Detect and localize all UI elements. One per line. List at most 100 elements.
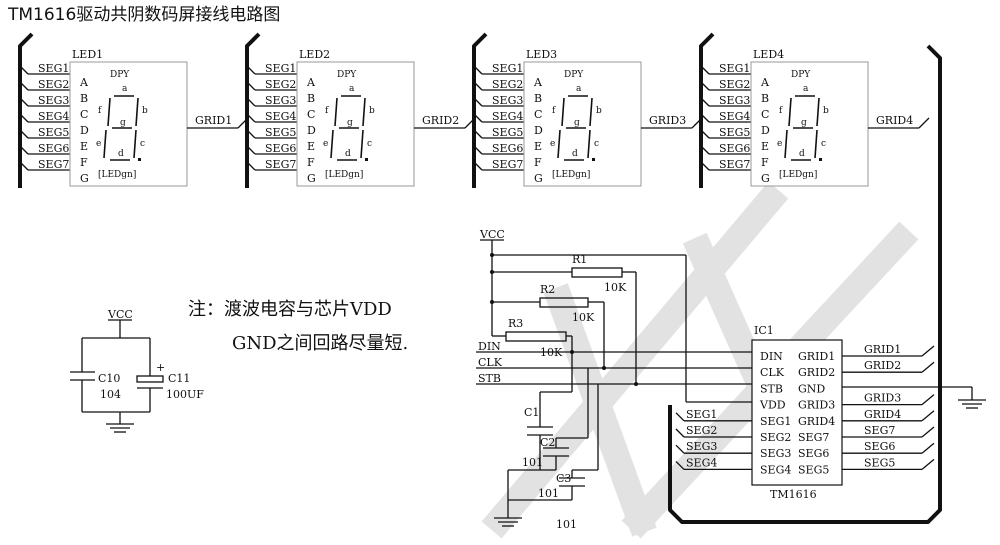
ic-right-net-label: SEG5 xyxy=(864,456,895,469)
display-seg-pin-label: SEG4 xyxy=(265,110,296,123)
ic-left-pin-label: SEG2 xyxy=(760,431,791,444)
display-2: SEG1SEG2SEG3SEG4SEG5SEG6SEG7LED2DPYABCDE… xyxy=(245,32,476,188)
display-seg-letter: G xyxy=(80,172,89,185)
display-seg-letter: D xyxy=(307,124,316,137)
display-seg-letter: F xyxy=(80,156,88,169)
ic-left-net-label: SEG3 xyxy=(686,440,717,453)
display-seg-pin-label: SEG3 xyxy=(265,94,296,107)
display-seg-letter: B xyxy=(307,92,315,105)
display-seg-pin-label: SEG5 xyxy=(719,126,750,139)
ic-tm1616: IC1 TM1616 xyxy=(751,324,843,501)
display-seg-letter: D xyxy=(761,124,770,137)
display-seg-pin-label: SEG6 xyxy=(492,142,523,155)
display-seg-pin-label: SEG7 xyxy=(38,158,69,171)
display-letter-e: e xyxy=(96,139,101,149)
display-footer: [LEDgn] xyxy=(325,170,363,180)
resistor-ref-r3: R3 xyxy=(508,317,523,330)
display-segment xyxy=(784,129,788,159)
display-seg-pin-label: SEG3 xyxy=(719,94,750,107)
display-seg-letter: A xyxy=(533,76,543,89)
cap-ref-c11: C11 xyxy=(168,372,190,385)
display-letter-f: f xyxy=(325,106,329,116)
display-seg-letter: B xyxy=(761,92,769,105)
ic-right-pin-label: GRID2 xyxy=(798,366,835,379)
ic-right-pin-label: GRID3 xyxy=(798,399,835,412)
vcc-label-right: VCC xyxy=(479,228,505,241)
vcc-label-left: VCC xyxy=(107,308,133,321)
display-letter-b: b xyxy=(823,106,829,116)
display-seg-pin-label: SEG7 xyxy=(265,158,296,171)
display-dpy-label: DPY xyxy=(791,70,811,80)
ic-right-net-label: SEG6 xyxy=(864,440,895,453)
display-seg-pin-label: SEG7 xyxy=(719,158,750,171)
ic-right-net-label: GRID2 xyxy=(864,359,901,372)
ic-left-pin-label: VDD xyxy=(759,399,786,412)
display-seg-letter: B xyxy=(534,92,542,105)
left-cap-section: VCC C10 104 + C11 100UF xyxy=(70,308,204,433)
display-letter-b: b xyxy=(369,106,375,116)
display-seg-pin-label: SEG4 xyxy=(492,110,523,123)
display-segment xyxy=(816,97,820,127)
display-3: SEG1SEG2SEG3SEG4SEG5SEG6SEG7LED3DPYABCDE… xyxy=(472,32,703,188)
display-seg-letter: G xyxy=(307,172,316,185)
cap-value-c3: 101 xyxy=(556,518,577,531)
cap-value-c11: 100UF xyxy=(166,388,204,401)
ic-left-pin-label: SEG4 xyxy=(760,463,791,476)
display-letter-f: f xyxy=(779,106,783,116)
display-bus xyxy=(18,32,34,188)
display-segment xyxy=(557,129,561,159)
display-dp xyxy=(819,158,822,161)
resistor-ref-r2: R2 xyxy=(540,283,555,296)
grid-bus-right xyxy=(668,44,942,524)
display-letter-e: e xyxy=(550,139,555,149)
display-letter-d: d xyxy=(572,149,578,159)
ic-right-net-label: SEG7 xyxy=(864,424,895,437)
note-line-1: 注：渡波电容与芯片VDD xyxy=(188,299,392,320)
display-segment xyxy=(362,97,366,127)
display-seg-letter: A xyxy=(306,76,316,89)
signal-stb-label: STB xyxy=(478,372,501,385)
display-seg-letter: D xyxy=(80,124,89,137)
pullup-section: VCC R1 10K R2 10K R3 10K DIN CLK STB xyxy=(476,228,752,531)
display-seg-letter: B xyxy=(80,92,88,105)
display-seg-letter: C xyxy=(761,108,769,121)
display-letter-g: g xyxy=(347,118,353,128)
display-letter-b: b xyxy=(142,106,148,116)
display-seg-pin-label: SEG6 xyxy=(38,142,69,155)
display-dp xyxy=(592,158,595,161)
ic-right-net-label: GRID3 xyxy=(864,392,901,405)
display-seg-pin-label: SEG5 xyxy=(38,126,69,139)
resistor-value-r1: 10K xyxy=(604,281,627,294)
display-segment xyxy=(814,129,818,159)
display-letter-d: d xyxy=(799,149,805,159)
display-seg-pin-label: SEG2 xyxy=(719,78,750,91)
display-letter-a: a xyxy=(349,84,355,94)
display-seg-pin-label: SEG4 xyxy=(38,110,69,123)
ic-left-pin-label: DIN xyxy=(760,350,783,363)
display-1: SEG1SEG2SEG3SEG4SEG5SEG6SEG7LED1DPYABCDE… xyxy=(18,32,249,188)
display-dp xyxy=(138,158,141,161)
display-dpy-label: DPY xyxy=(337,70,357,80)
display-segment xyxy=(133,129,137,159)
display-letter-b: b xyxy=(596,106,602,116)
ic-right-pin-label: GND xyxy=(798,382,825,395)
ic-right-pin-label: SEG6 xyxy=(798,447,829,460)
display-name: LED3 xyxy=(526,48,557,61)
ic-left-pin-label: SEG1 xyxy=(760,415,791,428)
display-seg-letter: F xyxy=(761,156,769,169)
display-footer: [LEDgn] xyxy=(552,170,590,180)
display-name: LED2 xyxy=(299,48,330,61)
ic-ground xyxy=(842,386,986,409)
display-segment xyxy=(330,129,334,159)
ic-left-net-label: SEG4 xyxy=(686,456,717,469)
ic-left-pin-label: STB xyxy=(760,382,783,395)
display-4: SEG1SEG2SEG3SEG4SEG5SEG6SEG7LED4DPYABCDE… xyxy=(699,32,930,188)
display-seg-pin-label: SEG1 xyxy=(719,62,750,75)
display-segment xyxy=(135,97,139,127)
ic-left-net-label: SEG1 xyxy=(686,408,717,421)
display-letter-f: f xyxy=(552,106,556,116)
ic-right-net-label: GRID4 xyxy=(864,408,901,421)
display-bus xyxy=(699,32,715,188)
display-letter-e: e xyxy=(323,139,328,149)
